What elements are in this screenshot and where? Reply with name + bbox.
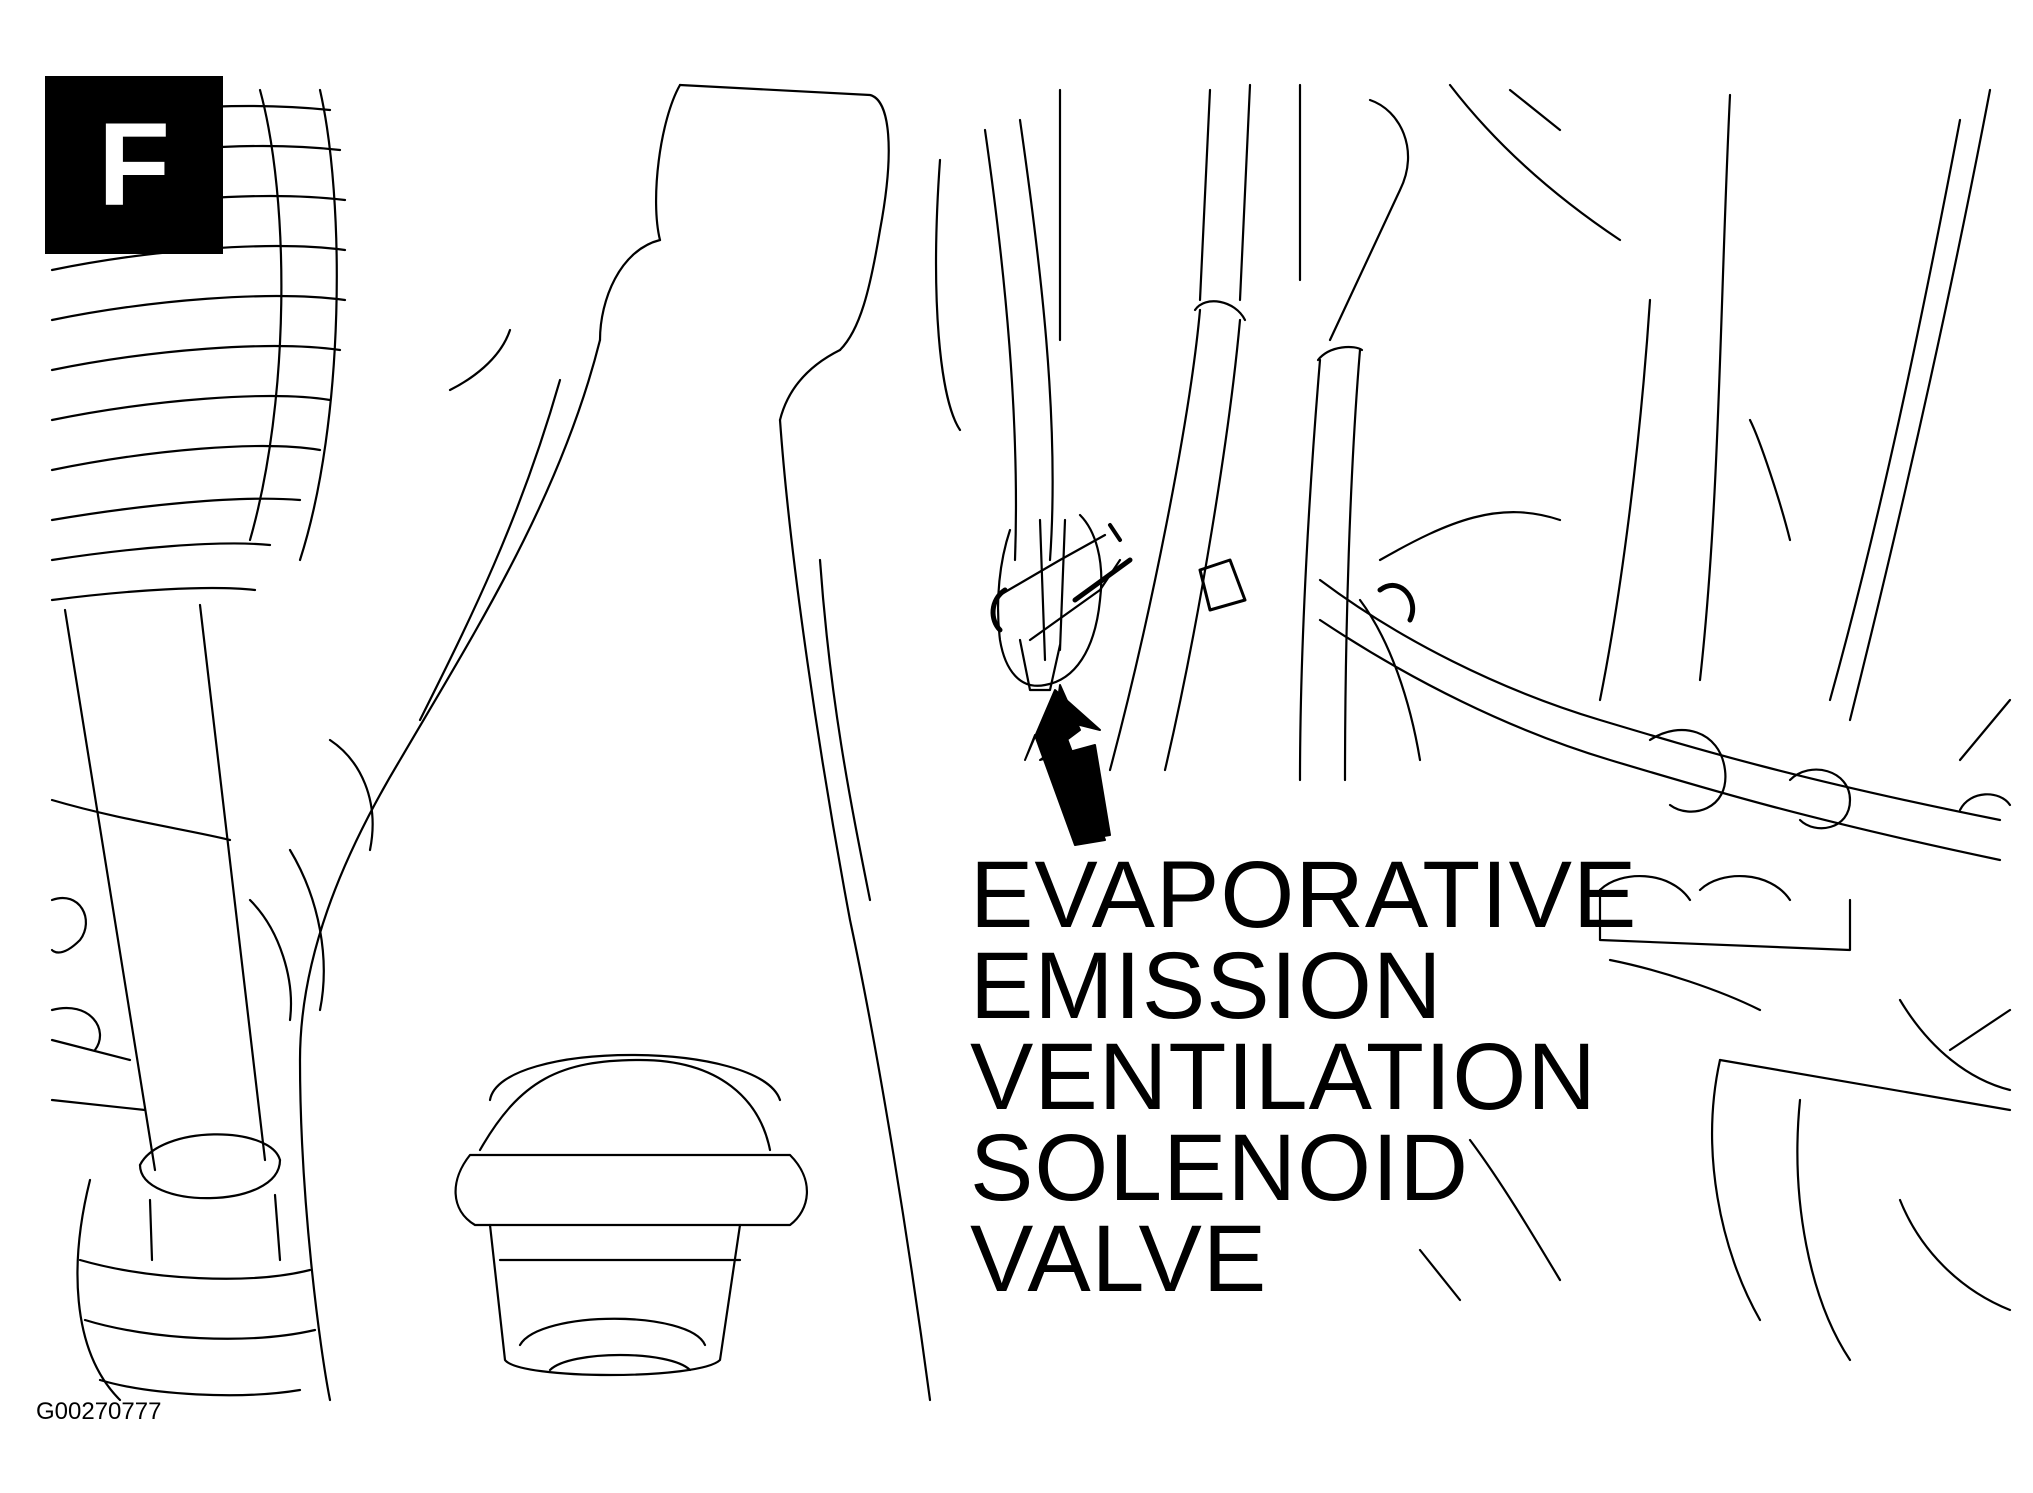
callout-line-2: EMISSION — [970, 933, 1443, 1039]
callout-line-4: SOLENOID — [970, 1115, 1469, 1221]
lower-bushing — [454, 1053, 808, 1377]
solenoid-valve — [990, 513, 1247, 692]
callout-line-5: VALVE — [970, 1206, 1268, 1312]
leader-arrow — [1024, 684, 1111, 846]
right-crossmember — [1318, 578, 2012, 952]
control-arm — [298, 83, 932, 1402]
lower-left-components — [50, 738, 374, 1112]
callout-line-1: EVAPORATIVE — [970, 842, 1638, 948]
figure-id-code: G00270777 — [36, 1398, 162, 1425]
lower-right-components — [1418, 958, 2012, 1362]
callout-line-3: VENTILATION — [970, 1024, 1597, 1130]
vacuum-hoses — [935, 83, 1410, 782]
figure-label-badge: F — [45, 76, 223, 254]
shock-rod — [63, 603, 317, 1402]
component-callout-label: EVAPORATIVE EMISSION VENTILATION SOLENOI… — [970, 842, 1650, 1312]
upper-right-panels — [1378, 83, 2012, 762]
figure-label-letter: F — [97, 99, 171, 231]
